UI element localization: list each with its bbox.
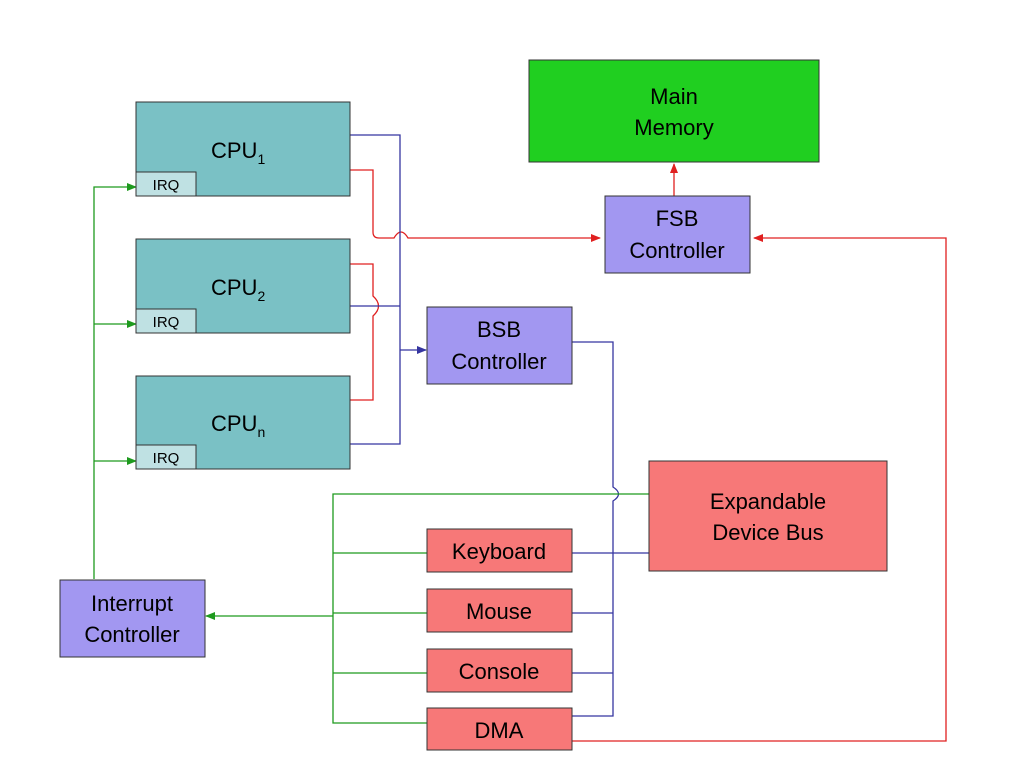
bsb-device-bus-wire	[572, 341, 620, 717]
fsb-controller-label-line2: Controller	[629, 238, 724, 263]
console-label: Console	[459, 659, 540, 684]
main-memory-label-line2: Memory	[634, 115, 713, 140]
dma-box: DMA	[426, 707, 573, 751]
cpu-1-box: IRQ CPU1	[135, 101, 351, 197]
bsb-controller-label-line1: BSB	[477, 317, 521, 342]
expandable-device-bus-box: Expandable Device Bus	[648, 460, 888, 572]
cpu-2-label: CPU2	[211, 275, 265, 304]
mouse-box: Mouse	[426, 588, 573, 633]
bsb-controller-box: BSB Controller	[426, 306, 573, 385]
bsb-controller-label-line2: Controller	[451, 349, 546, 374]
fsb-wire-cpu2	[350, 263, 380, 401]
wires	[93, 134, 947, 742]
fsb-wire-dma	[572, 234, 947, 742]
cpu-1-label: CPU1	[211, 138, 265, 167]
keyboard-label: Keyboard	[452, 539, 546, 564]
cpu-2-box: IRQ CPU2	[135, 238, 351, 334]
bsb-wire-cpus	[350, 134, 401, 445]
cpu-1-irq-port	[135, 171, 197, 197]
console-box: Console	[426, 648, 573, 693]
main-memory-box: Main Memory	[528, 59, 820, 163]
main-memory-label-line1: Main	[650, 84, 698, 109]
irq-bus-wire	[93, 183, 137, 579]
interrupt-source-wire	[332, 493, 649, 724]
interrupt-controller-box: Interrupt Controller	[59, 579, 206, 658]
expandable-bus-label-line2: Device Bus	[712, 520, 823, 545]
cpu-1-irq-label: IRQ	[153, 177, 180, 194]
cpu-2-irq-label: IRQ	[153, 314, 180, 331]
dma-label: DMA	[475, 718, 524, 743]
interrupt-controller-label-line2: Controller	[84, 622, 179, 647]
interrupt-controller-label-line1: Interrupt	[91, 591, 173, 616]
keyboard-box: Keyboard	[426, 528, 573, 573]
expandable-bus-label-line1: Expandable	[710, 489, 826, 514]
fsb-wire-cpu1	[350, 169, 601, 242]
cpu-n-label: CPUn	[211, 411, 265, 440]
cpu-n-irq-label: IRQ	[153, 450, 180, 467]
cpu-2-irq-port	[135, 308, 197, 334]
cpu-n-box: IRQ CPUn	[135, 375, 351, 470]
fsb-controller-label-line1: FSB	[656, 206, 699, 231]
cpu-n-irq-port	[135, 444, 197, 470]
mouse-label: Mouse	[466, 599, 532, 624]
fsb-controller-box: FSB Controller	[604, 195, 751, 274]
